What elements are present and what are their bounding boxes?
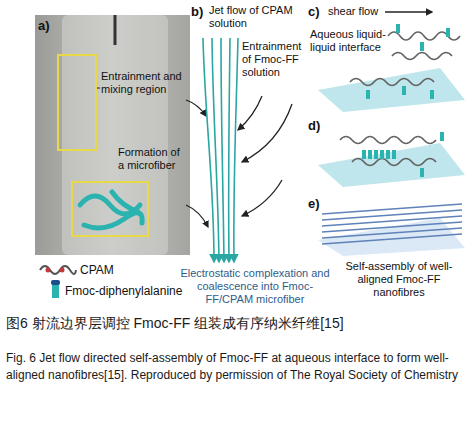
interface-label: Aqueous liquid-liquid interface [310,28,386,54]
jet-flow-lines [203,38,238,262]
needle [114,15,117,45]
pointer-arrow [186,205,208,227]
highlight-box [72,182,148,236]
polymer-chains [340,137,436,166]
panel-letter: b) [191,4,203,20]
peptide-icon [52,284,59,298]
caption-english: Fig. 6 Jet flow directed self-assembly o… [6,350,461,384]
legend-text: Fmoc-diphenylalanine [65,284,182,298]
legend-text: CPAM [80,263,114,277]
flow-label: shear flow [328,5,378,18]
highlight-box [58,55,96,150]
panel-letter: a) [38,18,50,34]
peptide-stack [362,132,444,177]
interface-plane [318,218,465,256]
interface-plane [318,143,465,187]
aligned-nanofibres [322,204,462,244]
pointer-arrow [186,100,206,116]
result-label: Self-assembly of well-aligned Fmoc-FF na… [336,260,462,300]
panel-letter: e) [308,196,320,212]
panel-letter: c) [308,4,320,20]
interface-plane [318,68,465,112]
flow-label: Jet flow of CPAM solution [209,4,307,30]
tube [62,15,168,255]
leader-line [97,88,100,89]
polymer-icon [40,266,76,274]
panel-letter: d) [308,118,320,134]
region-label: Entrainment and mixing region [101,70,185,96]
flow-arrow [385,11,432,12]
photo [35,15,190,255]
region-label: Formation of a microfiber [118,146,188,172]
polymer-chains [350,32,460,86]
caption-chinese: 图6 射流边界层调控 Fmoc-FF 组装成有序纳米纤维[15] [6,314,461,333]
entrainment-arrows [238,96,292,216]
microfiber [80,192,142,228]
flow-label: Entrainment of Fmoc-FF solution [242,40,308,80]
process-label: Electrostatic complexation and coalescen… [176,267,334,307]
